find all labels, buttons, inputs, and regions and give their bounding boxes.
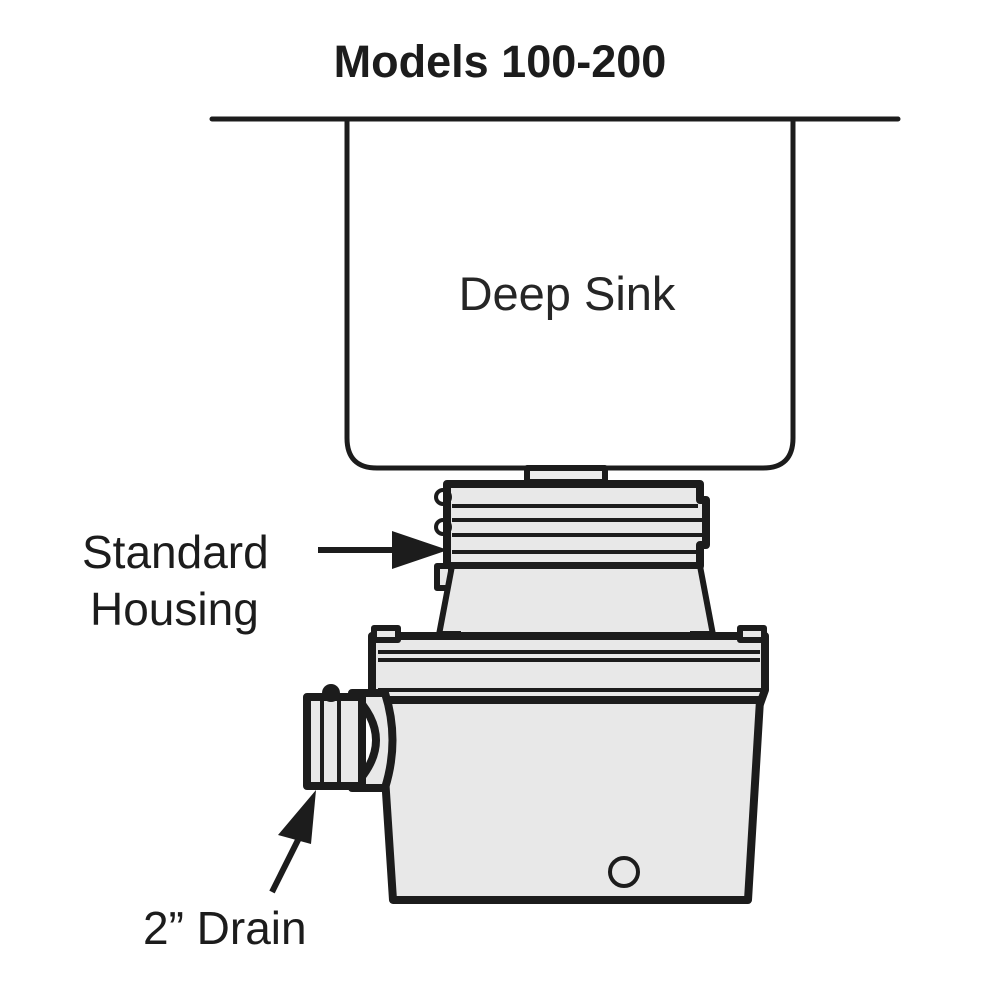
drain-label: 2” Drain [143,902,307,954]
standard-housing-label-line2: Housing [90,583,259,635]
drain-leader-line [269,830,305,894]
sink-outlet-connector [524,465,608,485]
standard-housing-label-line1: Standard [82,526,269,578]
housing-body [376,696,764,904]
collar-tab-lower-icon [434,518,452,536]
drain-outlet-pipe [303,684,397,792]
arrow-right-icon [392,531,448,569]
drain-callout: 2” Drain [143,790,316,954]
standard-housing-neck [435,563,717,643]
standard-housing-callout: Standard Housing [82,526,448,635]
pipe-top-lug-icon [322,684,340,702]
flange-tab-right [737,625,767,643]
housing-flange [368,625,769,708]
deep-sink-label: Deep Sink [459,267,676,320]
page-title: Models 100-200 [334,36,667,87]
body-plug-icon [608,856,640,888]
flange-tab-left [371,625,401,643]
arrow-up-right-icon [278,790,316,844]
collar-tab-upper-icon [434,488,452,506]
